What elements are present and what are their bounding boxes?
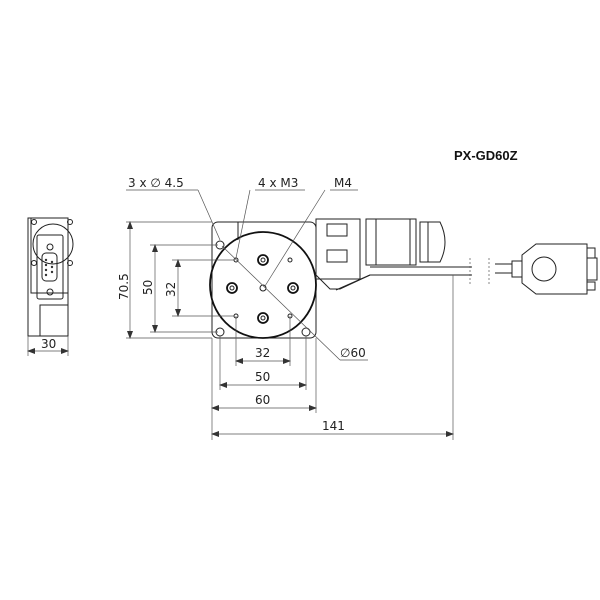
dim-side-width: 30 [41,337,56,351]
dim-width-tap-pitch: 32 [255,346,270,360]
dim-height-hole-pitch: 50 [141,280,155,295]
connector-view [495,243,598,295]
callout-stage-diameter: ∅60 [340,346,366,360]
horizontal-dimensions: 32 50 60 141 [211,275,454,440]
callout-mount-holes: 3 x ∅ 4.5 [128,176,184,190]
dim-width-base: 60 [255,393,270,407]
dim-width-hole-pitch: 50 [255,370,270,384]
dim-height-tap-pitch: 32 [164,282,178,297]
callout-center-tap: M4 [334,176,352,190]
top-view [126,189,490,361]
side-view: 30 [27,217,74,356]
vertical-dimensions: 70.5 50 32 [117,221,234,339]
dim-height-overall: 70.5 [117,273,131,300]
model-number: PX-GD60Z [454,148,518,163]
callout-tapped-holes: 4 x M3 [258,176,298,190]
dim-length-overall: 141 [322,419,345,433]
